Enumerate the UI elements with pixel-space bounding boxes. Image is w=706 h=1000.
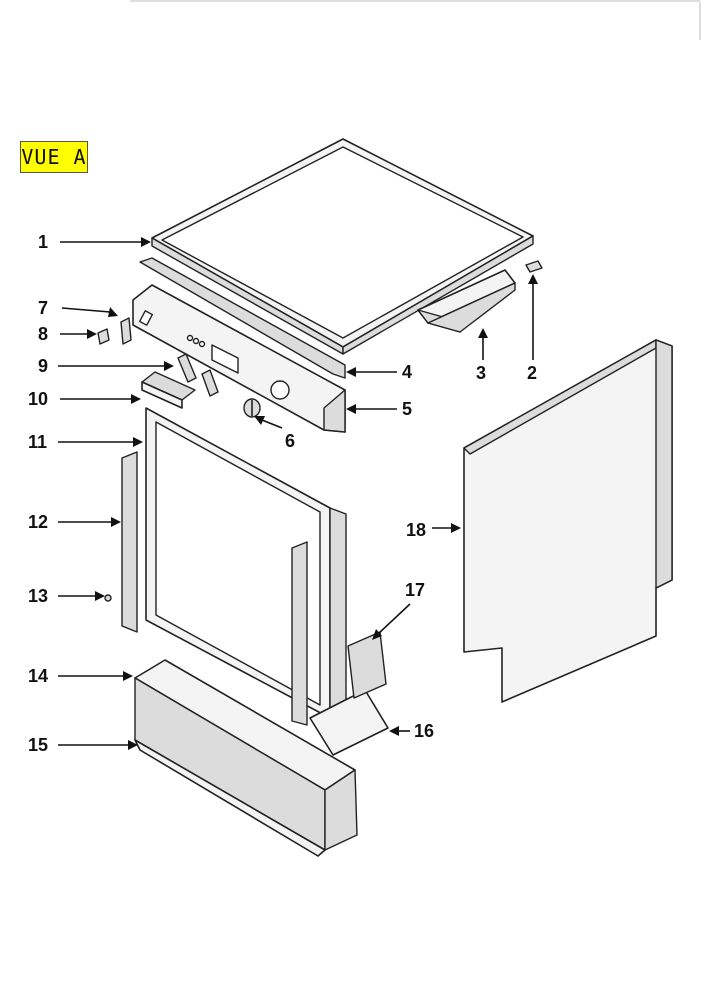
leader-line-12 — [58, 517, 121, 527]
leader-line-1 — [60, 237, 151, 247]
callout-16: 16 — [414, 721, 435, 741]
callout-15: 15 — [28, 735, 49, 755]
callout-10: 10 — [28, 389, 49, 409]
callout-12: 12 — [28, 512, 49, 532]
part-worktop — [151, 138, 534, 355]
callout-3: 3 — [476, 363, 487, 383]
leader-line-16 — [389, 726, 410, 736]
leader-line-6 — [254, 416, 283, 429]
leader-line-3 — [478, 328, 488, 360]
leader-line-10 — [60, 394, 141, 404]
leader-line-17 — [372, 603, 411, 640]
leader-line-9 — [58, 361, 174, 371]
callout-18: 18 — [406, 520, 427, 540]
leader-line-13 — [58, 591, 105, 601]
part-handle-block — [141, 371, 196, 409]
part-knob — [243, 398, 261, 418]
callout-13: 13 — [28, 586, 49, 606]
part-side-trim — [121, 451, 308, 726]
callout-14: 14 — [28, 666, 49, 686]
part-hinge-bracket — [177, 353, 219, 397]
callout-1: 1 — [38, 232, 49, 252]
callout-17: 17 — [405, 580, 426, 600]
callout-2: 2 — [527, 363, 538, 383]
leader-line-5 — [346, 404, 397, 414]
leader-line-7 — [61, 307, 118, 317]
view-label: VUE A — [20, 141, 88, 173]
part-underside-plate — [417, 269, 516, 333]
leader-line-2 — [528, 274, 538, 360]
callout-11: 11 — [28, 432, 48, 452]
callout-8: 8 — [38, 324, 49, 344]
callout-9: 9 — [38, 356, 49, 376]
part-kick-plate — [134, 659, 358, 857]
part-screw — [104, 594, 112, 602]
part-clip — [525, 260, 543, 273]
callout-6: 6 — [285, 431, 296, 451]
leader-line-11 — [58, 437, 143, 447]
part-bracket — [347, 631, 387, 699]
part-switch — [120, 317, 132, 345]
part-rail — [139, 257, 346, 379]
callout-4: 4 — [402, 362, 413, 382]
part-base-plate — [309, 689, 389, 756]
part-button-cap — [97, 328, 110, 345]
callout-5: 5 — [402, 399, 413, 419]
part-side-panel — [463, 339, 673, 703]
callout-7: 7 — [38, 298, 49, 318]
leader-line-15 — [58, 740, 138, 750]
part-control-panel — [132, 284, 346, 433]
leader-line-14 — [58, 671, 133, 681]
leader-line-4 — [346, 367, 397, 377]
leader-line-8 — [60, 329, 97, 339]
leader-line-18 — [432, 523, 461, 533]
